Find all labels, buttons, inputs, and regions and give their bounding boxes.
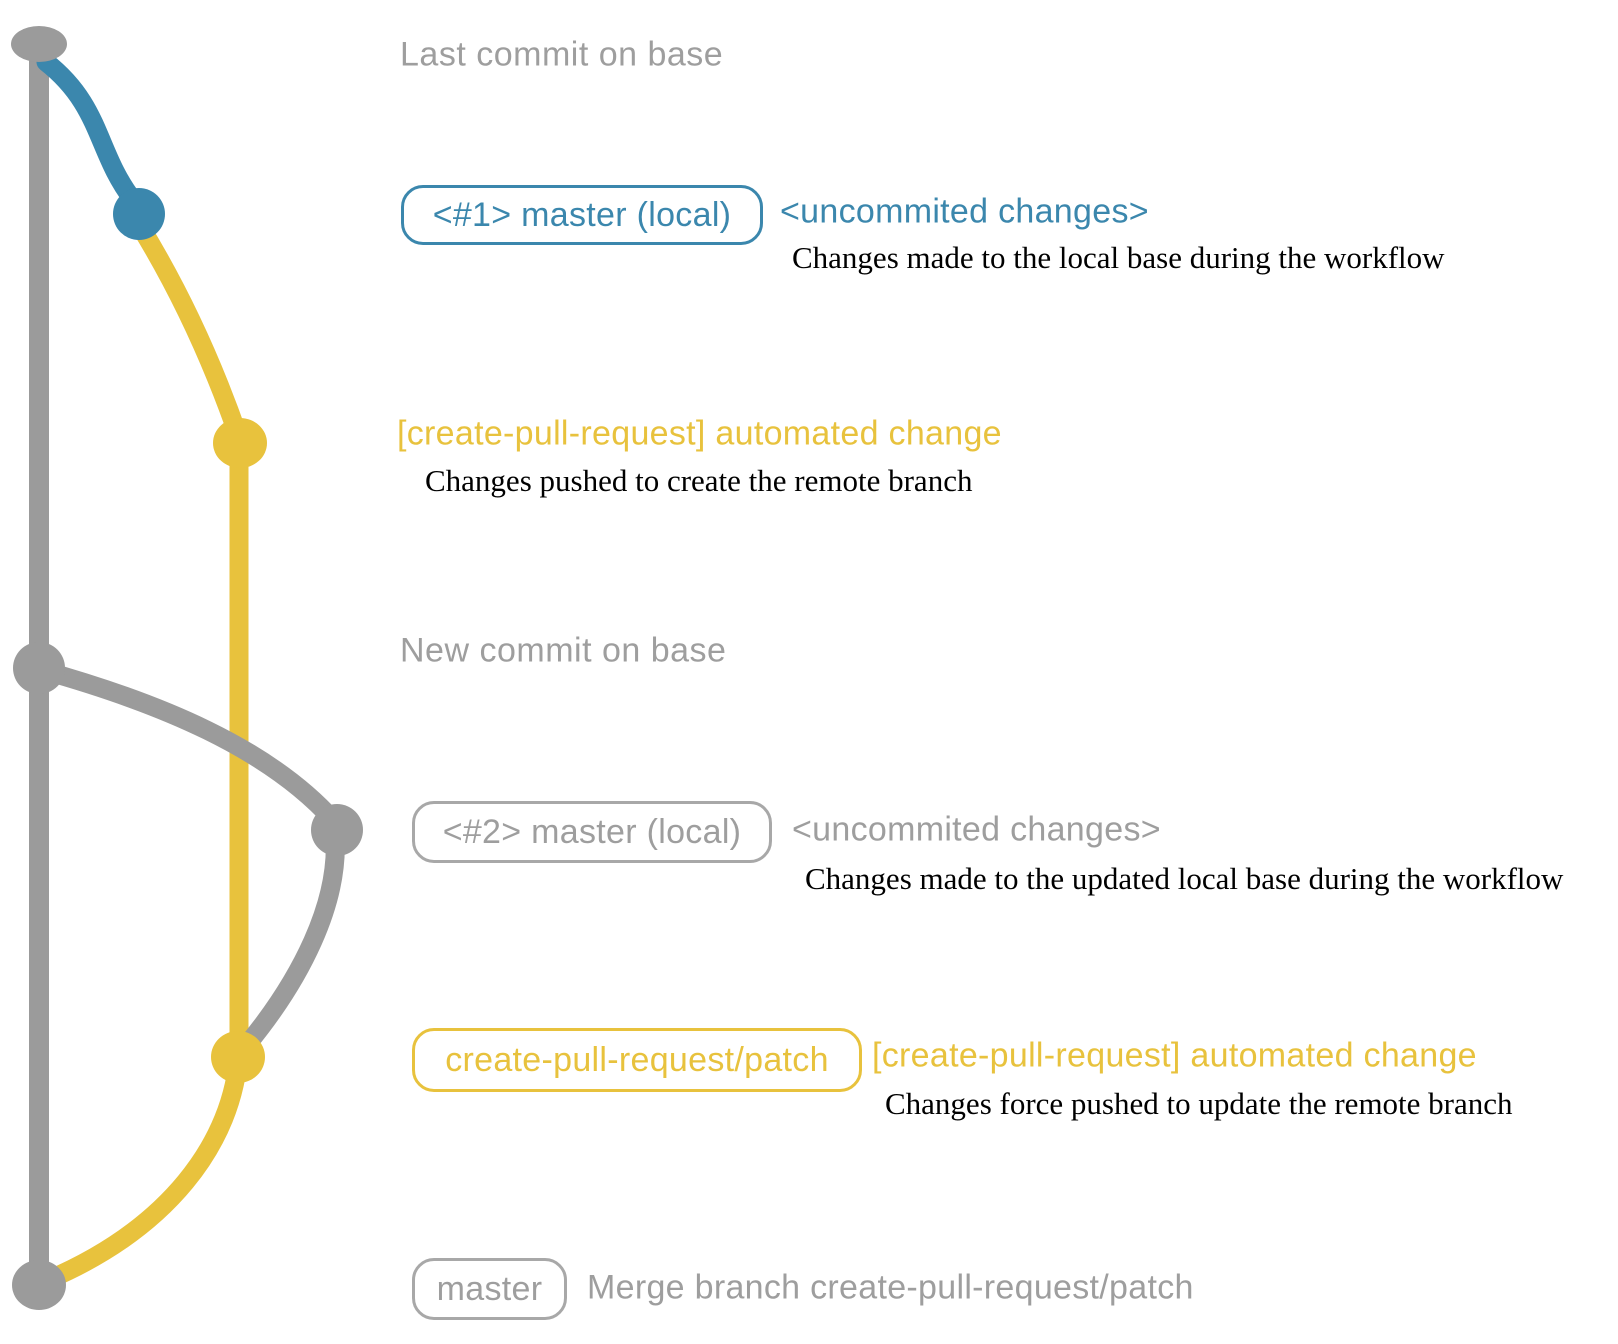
desc-push-create-branch: Changes pushed to create the remote bran…	[425, 463, 973, 498]
commit-dot-uncommitted-1	[113, 188, 165, 240]
label-uncommitted-changes-2: <uncommited changes>	[792, 810, 1161, 849]
badge-create-pull-request-patch-label: create-pull-request/patch	[445, 1040, 829, 1079]
commit-dot-new-base	[13, 642, 65, 694]
label-automated-change-1: [create-pull-request] automated change	[397, 414, 1002, 453]
desc-local-changes-2: Changes made to the updated local base d…	[805, 861, 1564, 896]
commit-dot-patch-1	[213, 418, 267, 468]
badge-master-label: master	[436, 1269, 543, 1308]
git-graph	[11, 26, 363, 1310]
desc-local-changes-1: Changes made to the local base during th…	[792, 240, 1445, 275]
label-uncommitted-changes-1: <uncommited changes>	[780, 192, 1149, 231]
commit-dot-uncommitted-2	[311, 804, 363, 856]
label-last-commit-on-base: Last commit on base	[400, 35, 724, 74]
badge-master-local-2-label: <#2> master (local)	[442, 812, 742, 851]
patch-branch-curve	[38, 216, 249, 1290]
badge-master-local-1-label: <#1> master (local)	[432, 195, 732, 234]
rebase-curve	[32, 660, 345, 1056]
badge-master-local-1: <#1> master (local)	[401, 185, 763, 245]
desc-force-push-update: Changes force pushed to update the remot…	[885, 1086, 1513, 1121]
badge-master-local-2: <#2> master (local)	[412, 801, 772, 863]
label-new-commit-on-base: New commit on base	[400, 631, 727, 670]
commit-dot-last-base	[11, 26, 67, 62]
badge-master: master	[412, 1258, 567, 1320]
local-change-curve	[36, 52, 143, 210]
badge-create-pull-request-patch: create-pull-request/patch	[412, 1028, 862, 1092]
commit-dot-merge	[12, 1260, 66, 1310]
label-merge-branch: Merge branch create-pull-request/patch	[587, 1268, 1194, 1307]
commit-dot-patch-2	[211, 1031, 265, 1083]
label-automated-change-2: [create-pull-request] automated change	[872, 1036, 1477, 1075]
